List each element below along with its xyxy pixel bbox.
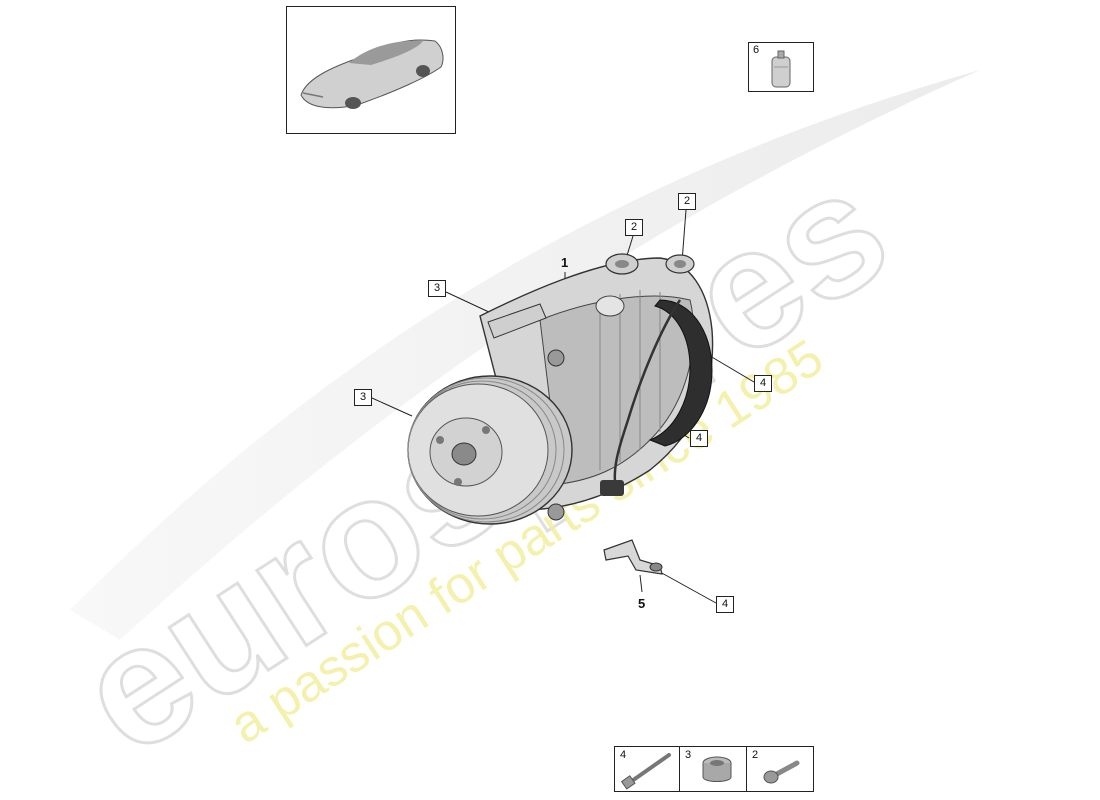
- mounting-bracket: [603, 539, 663, 575]
- vehicle-thumbnail-frame: [286, 6, 456, 134]
- parts-strip-cell-bolt: 4: [615, 747, 680, 791]
- pulley: [407, 375, 573, 525]
- long-bolt-icon: [620, 753, 671, 790]
- sleeve-nut-icon: [702, 756, 732, 782]
- oil-inset-frame: 6: [748, 42, 814, 92]
- callout-3-top: 3: [428, 280, 446, 297]
- callout-4-bottom: 4: [716, 596, 734, 613]
- strip-number-1: 4: [620, 749, 627, 761]
- oil-inset-number: 6: [753, 44, 760, 56]
- car-icon: [300, 39, 444, 109]
- callout-3-left: 3: [354, 389, 372, 406]
- callout-4-mid: 4: [690, 430, 708, 447]
- short-screw-icon: [763, 760, 800, 784]
- callout-4-right: 4: [754, 375, 772, 392]
- oil-bottle-icon: [771, 50, 791, 88]
- callout-2-right: 2: [678, 193, 696, 210]
- strip-number-2: 3: [685, 749, 692, 761]
- strip-number-3: 2: [752, 749, 759, 761]
- callout-2-left: 2: [625, 219, 643, 236]
- parts-strip-cell-nut: 3: [680, 747, 747, 791]
- part-label-bracket: 5: [638, 596, 646, 611]
- watermark-swoosh: [70, 70, 980, 640]
- parts-strip-frame: 4 3 2: [614, 746, 814, 792]
- part-label-compressor: 1: [561, 255, 569, 270]
- parts-strip-cell-screw: 2: [747, 747, 813, 791]
